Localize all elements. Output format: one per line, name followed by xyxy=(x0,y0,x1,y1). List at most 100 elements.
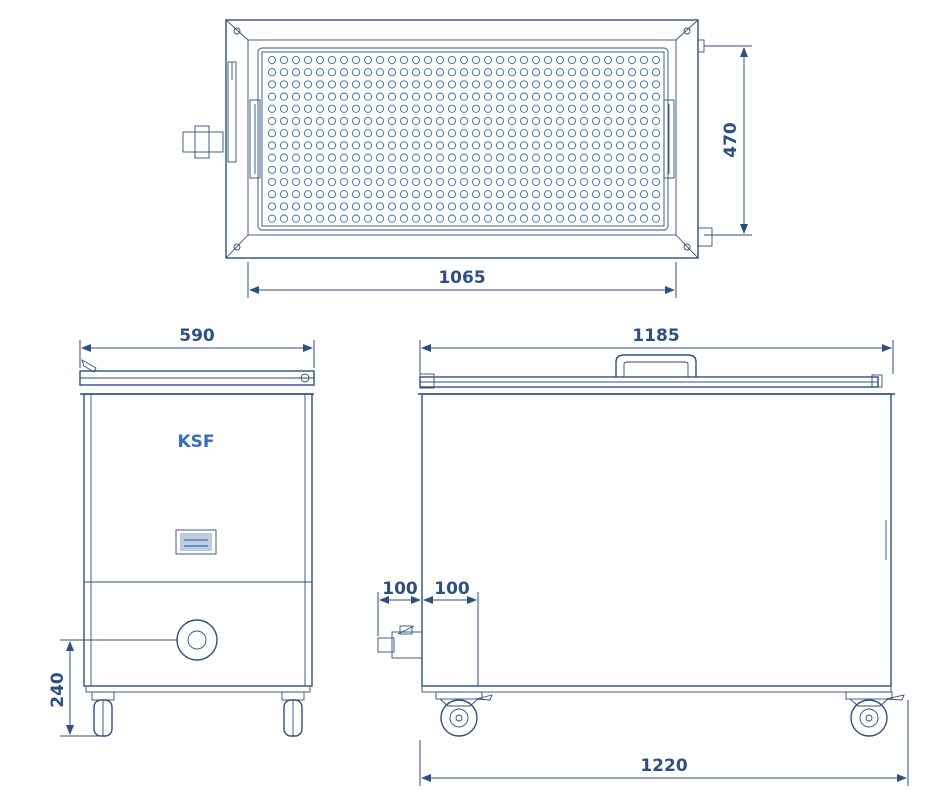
perforation-hole xyxy=(303,80,313,89)
perforation-hole xyxy=(375,55,385,65)
perforation-hole xyxy=(315,116,325,126)
perforation-hole xyxy=(423,80,433,89)
perforation-hole xyxy=(579,202,589,211)
drain-valve-top xyxy=(182,131,224,153)
perforation-hole xyxy=(339,202,349,211)
perforation-hole xyxy=(543,116,553,126)
perforation-hole xyxy=(531,177,541,187)
perforation-hole xyxy=(339,116,349,126)
perforation-hole xyxy=(363,141,373,150)
perforation-hole xyxy=(291,104,301,113)
perforation-hole xyxy=(567,92,577,101)
perforation-hole xyxy=(639,55,649,65)
perforation-hole xyxy=(603,214,613,223)
perforation-hole xyxy=(627,165,637,174)
perforation-hole xyxy=(603,202,613,211)
perforation-hole xyxy=(339,68,349,77)
perforation-hole xyxy=(579,104,589,113)
perforation-hole xyxy=(291,129,301,138)
perforation-hole xyxy=(651,190,661,199)
perforation-hole xyxy=(315,80,325,89)
perforation-hole xyxy=(627,153,637,162)
perforation-hole xyxy=(627,92,637,101)
perforation-hole xyxy=(567,141,577,150)
perforation-holes xyxy=(267,55,661,223)
brand-label: KSF xyxy=(177,432,214,452)
perforation-hole xyxy=(483,177,493,187)
perforation-hole xyxy=(579,129,589,138)
perforation-hole xyxy=(459,202,469,211)
perforation-hole xyxy=(339,80,349,89)
perforation-hole xyxy=(363,165,373,174)
perforation-hole xyxy=(627,68,637,77)
perforation-hole xyxy=(447,55,457,65)
perforation-hole xyxy=(399,141,409,150)
perforation-hole xyxy=(591,129,601,138)
perforation-hole xyxy=(543,202,553,211)
perforation-hole xyxy=(411,68,421,77)
perforation-hole xyxy=(351,92,361,101)
perforation-hole xyxy=(327,129,337,138)
perforation-hole xyxy=(339,141,349,150)
perforation-hole xyxy=(315,153,325,162)
perforation-hole xyxy=(315,55,325,65)
perforation-hole xyxy=(483,129,493,138)
perforation-hole xyxy=(351,104,361,113)
perforation-hole xyxy=(399,202,409,211)
perforation-hole xyxy=(615,141,625,150)
perforation-hole xyxy=(579,153,589,162)
perforation-hole xyxy=(519,153,529,162)
perforation-hole xyxy=(459,165,469,174)
perforation-hole xyxy=(627,177,637,187)
perforation-hole xyxy=(651,177,661,187)
perforation-hole xyxy=(279,129,289,138)
perforation-hole xyxy=(411,80,421,89)
perforation-hole xyxy=(591,190,601,199)
perforation-hole xyxy=(435,214,445,223)
perforation-hole xyxy=(567,190,577,199)
perforation-hole xyxy=(639,165,649,174)
perforation-hole xyxy=(387,129,397,138)
perforation-hole xyxy=(375,153,385,162)
perforation-hole xyxy=(411,190,421,199)
perforation-hole xyxy=(447,177,457,187)
dimension-label-1185: 1185 xyxy=(632,326,679,346)
perforation-hole xyxy=(471,177,481,187)
perforation-hole xyxy=(531,55,541,65)
perforation-hole xyxy=(363,80,373,89)
perforation-hole xyxy=(267,177,277,187)
perforation-hole xyxy=(327,214,337,223)
perforation-hole xyxy=(615,80,625,89)
perforation-hole xyxy=(471,92,481,101)
perforation-hole xyxy=(555,92,565,101)
perforation-hole xyxy=(507,104,517,113)
perforation-hole xyxy=(363,153,373,162)
lid-handle xyxy=(615,354,697,377)
perforation-hole xyxy=(459,153,469,162)
perforation-hole xyxy=(411,202,421,211)
perforation-hole xyxy=(447,68,457,77)
perforation-hole xyxy=(507,92,517,101)
perforation-hole xyxy=(447,92,457,101)
perforation-hole xyxy=(411,177,421,187)
perforation-hole xyxy=(627,55,637,65)
perforation-hole xyxy=(423,165,433,174)
perforation-hole xyxy=(531,165,541,174)
perforation-hole xyxy=(567,202,577,211)
perforation-hole xyxy=(543,141,553,150)
perforation-hole xyxy=(423,55,433,65)
perforation-hole xyxy=(279,165,289,174)
perforation-hole xyxy=(399,80,409,89)
perforation-hole xyxy=(267,80,277,89)
perforation-hole xyxy=(543,104,553,113)
perforation-hole xyxy=(531,190,541,199)
perforation-hole xyxy=(543,55,553,65)
perforation-hole xyxy=(399,55,409,65)
perforation-hole xyxy=(423,68,433,77)
perforation-hole xyxy=(435,165,445,174)
perforation-hole xyxy=(291,190,301,199)
perforation-hole xyxy=(471,68,481,77)
dimension-label-1220: 1220 xyxy=(640,756,687,776)
perforation-hole xyxy=(435,55,445,65)
perforation-hole xyxy=(351,153,361,162)
